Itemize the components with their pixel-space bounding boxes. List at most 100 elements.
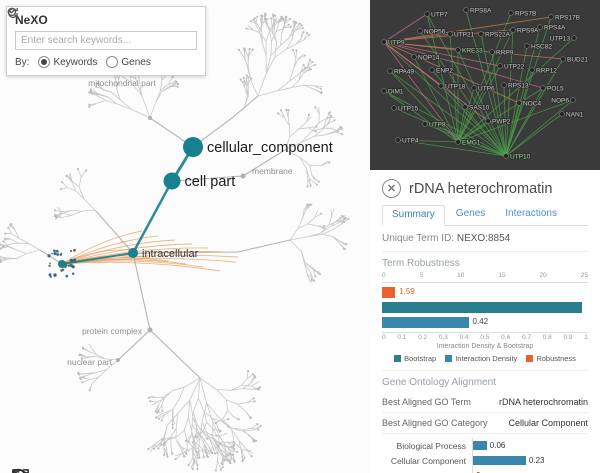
network-node-label-PWP2: PWP2 xyxy=(492,119,511,126)
search-icon[interactable] xyxy=(7,7,159,48)
tree-minor-label: mitochondrial part xyxy=(88,78,156,88)
network-node-label-UTP7: UTP7 xyxy=(431,12,448,19)
network-node-RPS7B[interactable] xyxy=(508,10,514,16)
network-node-NOC4[interactable] xyxy=(516,100,522,106)
network-node-UTP9[interactable] xyxy=(381,39,387,45)
network-node-UTP15[interactable] xyxy=(391,105,397,111)
network-node-UTP21[interactable] xyxy=(447,31,453,37)
network-node-label-UTP22: UTP22 xyxy=(504,64,525,71)
network-node-RPS8A[interactable] xyxy=(463,7,469,13)
network-node-label-UTP21: UTP21 xyxy=(454,32,475,39)
network-node-RPS22A[interactable] xyxy=(478,31,484,37)
search-panel: NeXO xyxy=(6,6,206,76)
network-node-RPS17B[interactable] xyxy=(548,14,554,20)
detail-tabs: Summary Genes Interactions xyxy=(382,205,588,226)
tab-summary[interactable]: Summary xyxy=(382,205,445,226)
radio-dot[interactable] xyxy=(106,56,119,68)
network-node-DIM1[interactable] xyxy=(381,88,387,94)
radio-label: Keywords xyxy=(53,56,98,68)
network-node-RPS9A[interactable] xyxy=(510,27,516,33)
tree-node-cellular-component[interactable] xyxy=(183,137,203,157)
network-node-label-RPS4A: RPS4A xyxy=(544,25,566,32)
network-node-UTP10[interactable] xyxy=(503,153,509,159)
fit-screen-icon xyxy=(12,469,29,473)
tree-node-cell-part[interactable] xyxy=(163,172,181,190)
network-node-label-RPA49: RPA49 xyxy=(394,69,414,76)
network-node-UTP6[interactable] xyxy=(471,85,477,91)
radio-genes[interactable]: Genes xyxy=(106,56,151,68)
app-title: NeXO xyxy=(15,13,48,27)
robustness-bar-robustness: 1.59 xyxy=(382,286,588,298)
network-node-label-ENP2: ENP2 xyxy=(436,68,453,75)
network-node-PWP2[interactable] xyxy=(485,118,491,124)
network-node-label-UTP13: UTP13 xyxy=(550,36,571,43)
radio-label: Genes xyxy=(121,56,151,68)
network-node-UTP13[interactable] xyxy=(571,35,577,41)
network-node-SAS10[interactable] xyxy=(462,104,468,110)
network-node-NOP56[interactable] xyxy=(417,28,423,34)
tree-node-intracellular[interactable] xyxy=(128,248,138,258)
network-node-RRP9[interactable] xyxy=(489,49,495,55)
network-node-NAN1[interactable] xyxy=(559,111,565,117)
term-id-value: NEXO:8854 xyxy=(456,233,511,244)
network-node-label-RPS22A: RPS22A xyxy=(485,32,511,39)
network-node-label-NOP56: NOP56 xyxy=(424,29,446,36)
network-node-HSC82[interactable] xyxy=(524,43,530,49)
legend-robustness: Robustness xyxy=(526,354,576,363)
network-node-RRP12[interactable] xyxy=(529,67,535,73)
network-node-RPA49[interactable] xyxy=(387,68,393,74)
network-node-label-NAN1: NAN1 xyxy=(566,112,584,119)
network-node-label-UTP10: UTP10 xyxy=(510,154,531,161)
legend-interaction-density: Interaction Density xyxy=(445,354,517,363)
network-node-UTP22[interactable] xyxy=(497,63,503,69)
network-node-RPS13[interactable] xyxy=(501,82,507,88)
network-node-label-SAS10: SAS10 xyxy=(469,105,490,112)
network-node-POL5[interactable] xyxy=(540,85,546,91)
search-input[interactable] xyxy=(19,33,142,48)
section-term-robustness: Term Robustness xyxy=(382,251,588,269)
network-node-label-DIM1: DIM1 xyxy=(388,89,404,96)
network-node-label-HSC82: HSC82 xyxy=(531,44,552,51)
radio-keywords[interactable]: Keywords xyxy=(38,56,97,68)
network-node-UTP8[interactable] xyxy=(422,121,428,127)
network-node-UTP7[interactable] xyxy=(424,11,430,17)
network-node-RPS4A[interactable] xyxy=(537,24,543,30)
network-node-label-UTP15: UTP15 xyxy=(398,106,419,113)
network-node-label-UTP8: UTP8 xyxy=(429,122,446,129)
tree-minor-label: nuclear part xyxy=(67,357,113,367)
network-node-EMG1[interactable] xyxy=(455,139,461,145)
tab-interactions[interactable]: Interactions xyxy=(505,208,557,219)
radio-dot[interactable] xyxy=(38,56,51,68)
tree-minor-label: protein complex xyxy=(82,326,143,336)
tree-node-gene-cluster xyxy=(58,260,66,268)
network-node-label-UTP6: UTP6 xyxy=(478,86,495,93)
network-node-UTP18[interactable] xyxy=(438,83,444,89)
section-go-alignment: Gene Ontology Alignment xyxy=(382,370,588,388)
reset-icon[interactable] xyxy=(8,7,176,48)
network-node-label-RPS7B: RPS7B xyxy=(515,11,536,18)
network-node-ENP2[interactable] xyxy=(429,67,435,73)
close-icon[interactable]: ✕ xyxy=(382,179,401,198)
network-node-label-UTP18: UTP18 xyxy=(445,84,466,91)
chevron-down-icon[interactable] xyxy=(8,9,193,48)
network-node-label-NOC4: NOC4 xyxy=(523,101,541,108)
tree-node-label-cell-part: cell part xyxy=(185,174,236,190)
network-node-BUD21[interactable] xyxy=(560,56,566,62)
network-node-UTP4[interactable] xyxy=(395,137,401,143)
network-node-label-UTP9: UTP9 xyxy=(388,40,405,47)
network-node-NOP14[interactable] xyxy=(411,54,417,60)
tab-genes[interactable]: Genes xyxy=(455,208,486,219)
network-node-KRE33[interactable] xyxy=(455,47,461,53)
network-node-NOP6[interactable] xyxy=(570,97,576,103)
network-node-label-RRP12: RRP12 xyxy=(536,68,557,75)
